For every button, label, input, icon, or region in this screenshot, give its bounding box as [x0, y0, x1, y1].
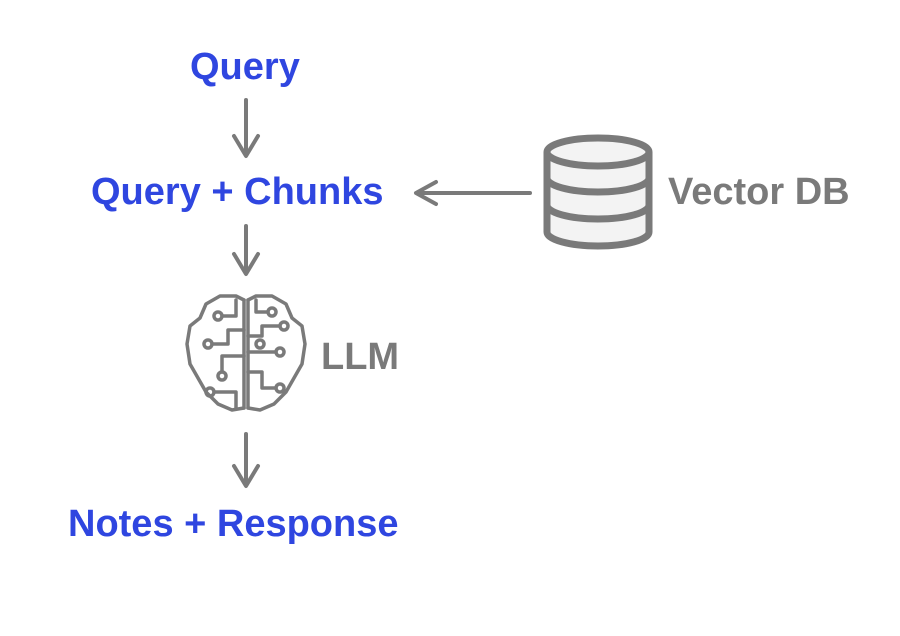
arrow-chunks-to-llm: [232, 224, 260, 276]
arrow-db-to-chunks: [414, 180, 532, 206]
brain-circuit-icon: [185, 294, 307, 412]
arrow-llm-to-notes: [232, 432, 260, 488]
query-node: Query: [190, 46, 300, 88]
vector-db-label: Vector DB: [668, 171, 850, 213]
query-chunks-node: Query + Chunks: [91, 171, 384, 213]
database-icon: [543, 134, 653, 250]
llm-label: LLM: [321, 336, 400, 378]
notes-response-node: Notes + Response: [68, 503, 399, 545]
arrow-query-to-chunks: [232, 98, 260, 158]
